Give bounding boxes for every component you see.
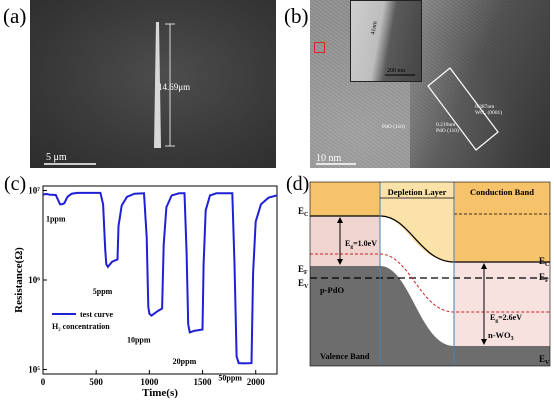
lattice-box xyxy=(427,67,499,151)
ef-label-right: EF xyxy=(539,272,549,284)
y-tick-label: 10⁵ xyxy=(28,365,40,375)
concentration-annotation: 1ppm xyxy=(46,215,66,224)
band-diagram-svg: (d) Depletion Layer Conduction Band Vale… xyxy=(286,173,551,367)
concentration-annotation: 50ppm xyxy=(218,374,242,383)
annotations: 1ppm 5ppm 10ppm 20ppm 50ppm xyxy=(46,215,242,383)
panel-label-d: (d) xyxy=(286,173,309,195)
conduction-band-label: Conduction Band xyxy=(470,187,534,197)
ev-label-left: EV xyxy=(298,278,309,290)
tem-scalebar-label: 10 nm xyxy=(316,153,342,164)
y-ticks: 10⁵ 10⁶ 10⁷ xyxy=(28,185,47,375)
x-ticks: 0 500 1000 1500 2000 xyxy=(41,370,265,387)
band-diagram: (d) Depletion Layer Conduction Band Vale… xyxy=(286,172,554,400)
sem-overlay: 14.69μm 5 μm xyxy=(44,22,190,165)
ev-label-right: EV xyxy=(539,354,550,366)
length-label: 14.69μm xyxy=(158,82,190,92)
plot-frame xyxy=(42,185,278,375)
ef-label-left: EF xyxy=(298,264,308,276)
sem-image: 14.69μm 5 μm xyxy=(30,0,276,168)
legend-note: H₂ concentration xyxy=(52,322,110,331)
panel-label-c: (c) xyxy=(4,173,26,195)
valence-region xyxy=(310,266,550,366)
gap-left-label: Eg=1.0eV xyxy=(345,239,377,250)
inset-width-label: 41nm xyxy=(370,20,378,35)
wo3-label: n-WO3 xyxy=(488,330,514,342)
y-tick-label: 10⁶ xyxy=(28,275,40,285)
inset-marker-box xyxy=(314,42,325,53)
conduction-edge xyxy=(310,215,550,263)
ec-label-left: EC xyxy=(298,206,308,218)
intrinsic-level xyxy=(310,253,550,313)
concentration-annotation: 20ppm xyxy=(173,357,197,366)
x-tick-label: 0 xyxy=(41,377,46,387)
x-axis-label: Time(s) xyxy=(142,387,178,399)
ec-label-right: EC xyxy=(539,256,549,268)
series-line-test-curve xyxy=(42,191,278,365)
concentration-annotation: 5ppm xyxy=(93,287,113,296)
pdo-lattice-label-1: PdO (110) xyxy=(382,123,405,130)
pdo-label: p-PdO xyxy=(320,285,344,295)
valence-band-label: Valence Band xyxy=(320,351,370,361)
y-tick-label: 10⁷ xyxy=(28,185,40,195)
x-tick-label: 1500 xyxy=(194,377,213,387)
legend-series-label: test curve xyxy=(80,310,114,319)
scalebar-label: 5 μm xyxy=(46,152,67,163)
concentration-annotation: 10ppm xyxy=(127,336,151,345)
inset-scalebar-label: 200 nm xyxy=(387,68,406,74)
tem-inset: 41nm 200 nm xyxy=(350,0,422,82)
gap-right-label: Eg=2.6eV xyxy=(490,313,522,324)
x-tick-label: 500 xyxy=(89,377,103,387)
nanowire xyxy=(154,22,161,148)
x-tick-label: 1000 xyxy=(140,377,159,387)
panel-label-b: (b) xyxy=(284,4,309,28)
panel-label-a: (a) xyxy=(3,4,27,28)
y-axis-label: Resistance(Ω) xyxy=(13,247,25,313)
depletion-layer-label: Depletion Layer xyxy=(388,187,447,197)
x-tick-label: 2000 xyxy=(247,377,266,387)
